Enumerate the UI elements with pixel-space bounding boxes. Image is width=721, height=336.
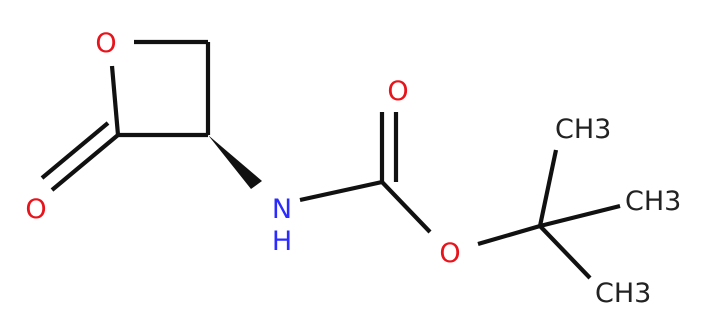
ring-oxygen-label: O <box>95 28 116 59</box>
bond-Cq-Me1 <box>537 149 559 227</box>
methyl-2-text: CH3 <box>625 186 681 217</box>
bond-C2-O-double-a <box>50 133 120 192</box>
carbamate-carbonyl-oxygen-label: O <box>387 76 408 107</box>
bond-C2-O <box>109 65 121 136</box>
ring-bonds <box>40 39 211 192</box>
methyl-1-text: CH3 <box>555 114 611 145</box>
ester-oxygen-label: O <box>439 238 460 269</box>
stereo-wedge-bond <box>208 135 262 189</box>
methyl-2-label: CH3 <box>625 186 681 217</box>
nitrogen-hydrogen-label: H <box>272 226 292 257</box>
carbamate-bonds <box>299 112 621 280</box>
methyl-1-label: CH3 <box>555 114 611 145</box>
bond-N-C <box>299 179 383 203</box>
methyl-3-text: CH3 <box>595 278 651 309</box>
bond-Cq-Me3 <box>538 224 592 280</box>
bond-Cq-Me2 <box>539 203 621 229</box>
methyl-3-label: CH3 <box>595 278 651 309</box>
bond-C2-O-double-b <box>40 121 110 180</box>
lactone-carbonyl-oxygen-label: O <box>25 194 46 225</box>
nitrogen-label: N <box>272 194 292 225</box>
bond-O-Cq <box>477 223 541 247</box>
bond-C-O-ester <box>380 180 432 234</box>
